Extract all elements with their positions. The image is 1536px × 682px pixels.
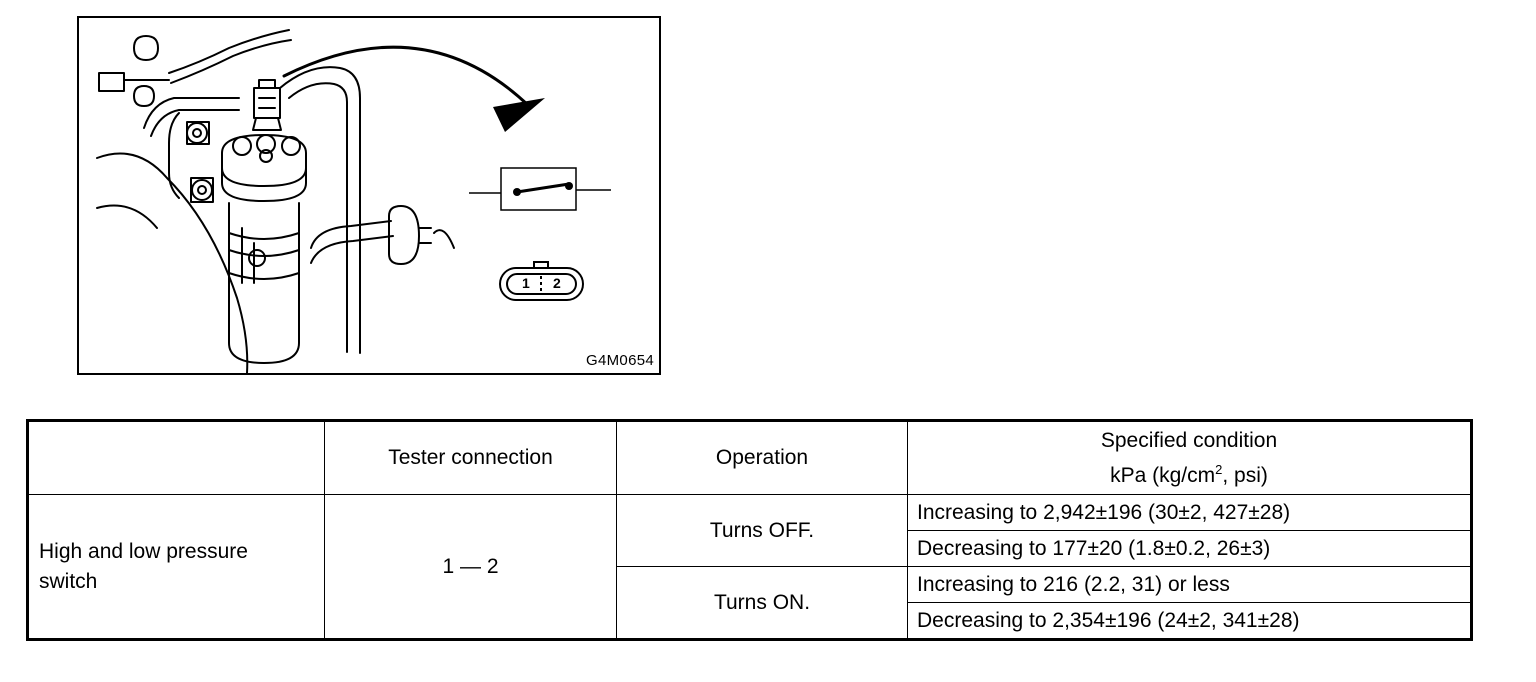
table-row: Turns ON. Increasing to 216 (2.2, 31) or… (28, 566, 1472, 640)
header-specified-condition-units: kPa (kg/cm2, psi) (908, 455, 1470, 490)
specification-table: Tester connection Operation Specified co… (26, 419, 1473, 641)
condition-off-increasing: Increasing to 2,942±196 (30±2, 427±28) (907, 494, 1472, 531)
item-name-line-1: High and low pressure (39, 539, 248, 563)
figure-code: G4M0654 (586, 352, 654, 369)
operation-turns-off: Turns OFF. (616, 494, 908, 567)
header-tester-connection: Tester connection (324, 420, 617, 495)
header-specified-condition-title: Specified condition (1100, 429, 1278, 452)
operation-turns-on: Turns ON. (616, 566, 908, 640)
condition-on-decreasing: Decreasing to 2,354±196 (24±2, 341±28) (907, 602, 1472, 640)
switch-drawing (96, 29, 611, 373)
units-superscript: 2 (1215, 462, 1223, 477)
header-operation: Operation (616, 420, 908, 495)
connector-pin-2: 2 (553, 275, 561, 291)
units-suffix: , psi) (1222, 464, 1268, 487)
table-row: Decreasing to 177±20 (1.8±0.2, 26±3) (28, 530, 1472, 567)
units-prefix: kPa (kg/cm (1110, 464, 1216, 487)
item-name-cell: High and low pressure switch (27, 494, 325, 640)
table-row: Decreasing to 2,354±196 (24±2, 341±28) (28, 602, 1472, 640)
header-item (27, 420, 325, 495)
condition-on-increasing: Increasing to 216 (2.2, 31) or less (907, 566, 1472, 603)
table-header-row: Tester connection Operation Specified co… (27, 420, 1472, 495)
header-specified-condition: Specified condition kPa (kg/cm2, psi) (907, 420, 1472, 495)
connector-pin-1: 1 (522, 275, 530, 291)
item-name-line-2: switch (39, 569, 98, 593)
table-row: High and low pressure switch 1 — 2 Turns… (27, 494, 1472, 640)
pressure-switch-illustration: 1 2 G4M0654 (77, 16, 661, 375)
condition-off-decreasing: Decreasing to 177±20 (1.8±0.2, 26±3) (907, 530, 1472, 567)
tester-connection-cell: 1 — 2 (324, 494, 617, 640)
